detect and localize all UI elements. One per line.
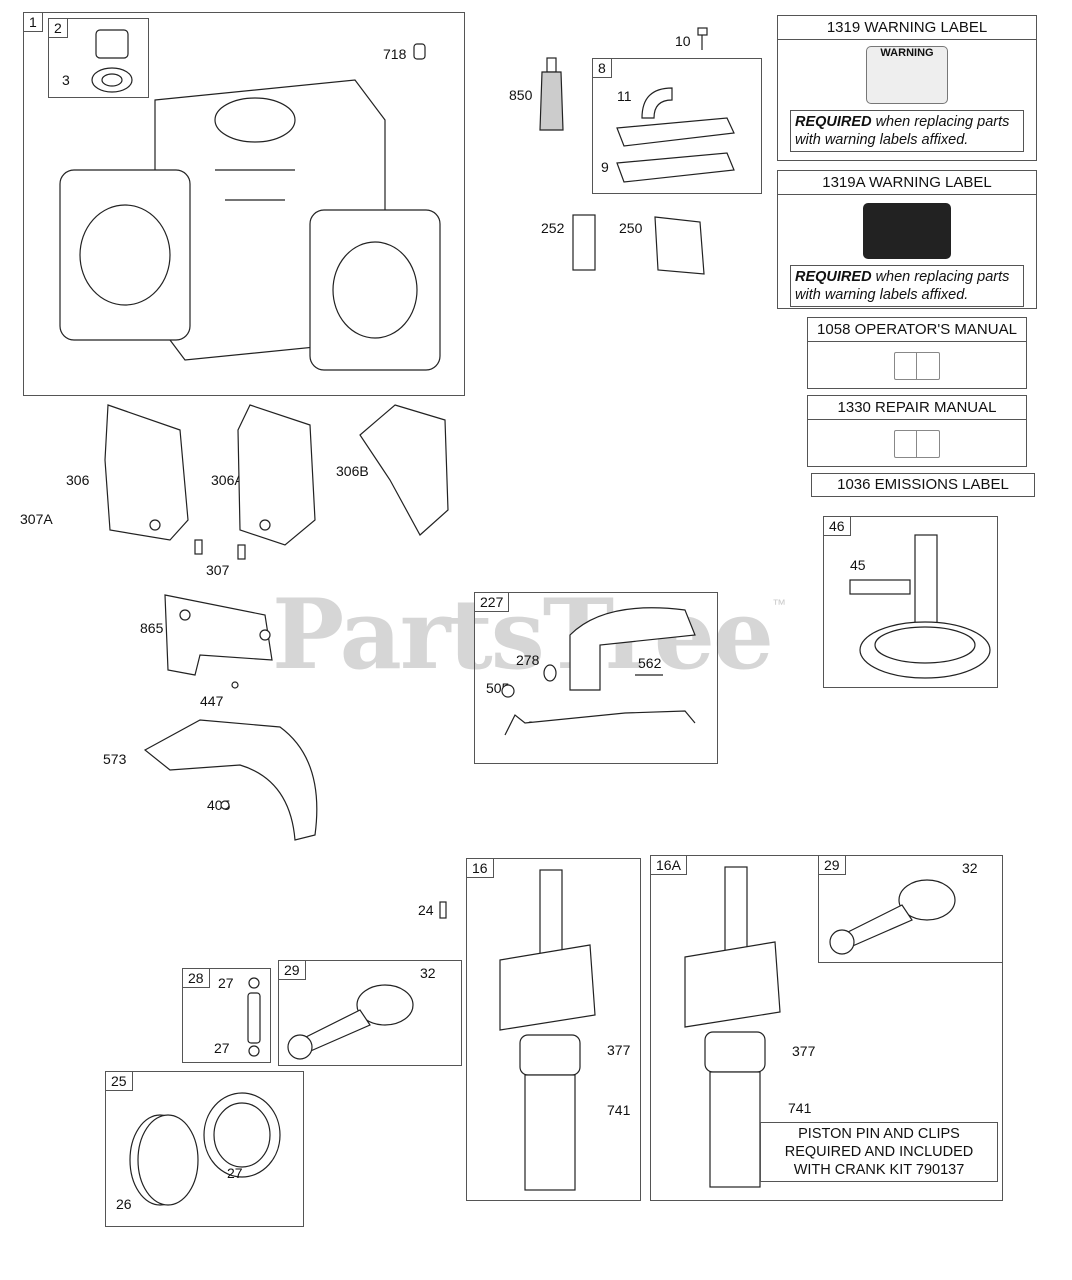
callout-27: 27 <box>227 1165 243 1181</box>
box-tag: 16A <box>651 856 687 875</box>
callout-box-29: 29 <box>818 855 1003 963</box>
box-tag: 29 <box>819 856 846 875</box>
callout-307a: 307A <box>20 511 53 527</box>
blower-housing-plate-drawing <box>143 719 318 841</box>
callout-718: 718 <box>383 46 407 62</box>
callout-250: 250 <box>619 220 643 236</box>
label-title: 1319A WARNING LABEL <box>778 171 1036 195</box>
box-tag: 2 <box>49 19 68 38</box>
callout-741: 741 <box>607 1102 631 1118</box>
crankshaft-drawing <box>499 869 596 1191</box>
callout-box-16: 16 <box>466 858 641 1201</box>
callout-447: 447 <box>200 693 224 709</box>
trademark: ™ <box>772 596 786 612</box>
callout-32: 32 <box>962 860 978 876</box>
label-title: 1319 WARNING LABEL <box>778 16 1036 40</box>
screen-drawing <box>654 216 705 275</box>
callout-306a: 306A <box>211 472 244 488</box>
callout-377: 377 <box>792 1043 816 1059</box>
filter-drawing <box>572 214 596 271</box>
callout-32: 32 <box>420 965 436 981</box>
piston-pin-drawing <box>247 977 261 1057</box>
callout-10: 10 <box>675 33 691 49</box>
callout-box-25: 25 <box>105 1071 304 1227</box>
callout-box-2: 2 <box>48 18 149 98</box>
governor-linkage-drawing <box>501 607 696 736</box>
required-note: REQUIRED when replacing parts with warni… <box>790 110 1024 152</box>
breather-drawing <box>616 87 735 183</box>
warning-label-1319a: 1319A WARNING LABEL REQUIRED when replac… <box>777 170 1037 309</box>
operators-manual: 1058 OPERATOR'S MANUAL <box>807 317 1027 389</box>
bushing-seal-drawing <box>91 29 133 93</box>
callout-562: 562 <box>638 655 662 671</box>
callout-278: 278 <box>516 652 540 668</box>
req-rest: when replacing parts with warning labels… <box>795 114 1010 148</box>
callout-307: 307 <box>206 562 230 578</box>
camshaft-drawing <box>849 534 991 679</box>
req-bold: REQUIRED <box>795 114 872 130</box>
callout-850: 850 <box>509 87 533 103</box>
label-title: 1058 OPERATOR'S MANUAL <box>808 318 1026 342</box>
callout-3: 3 <box>62 72 70 88</box>
callout-306: 306 <box>66 472 90 488</box>
callout-box-227: 227 <box>474 592 718 764</box>
baffle-drawing <box>164 594 273 689</box>
callout-573: 573 <box>103 751 127 767</box>
connecting-rod-drawing <box>829 879 956 955</box>
required-note: REQUIRED when replacing parts with warni… <box>790 265 1024 307</box>
callout-252: 252 <box>541 220 565 236</box>
callout-box-8: 8 <box>592 58 762 194</box>
box-tag: 25 <box>106 1072 133 1091</box>
label-title: 1330 REPAIR MANUAL <box>808 396 1026 420</box>
decal-text: WARNING <box>880 47 934 59</box>
callout-27: 27 <box>214 1040 230 1056</box>
piston-pin-note: PISTON PIN AND CLIPS REQUIRED AND INCLUDE… <box>760 1122 998 1182</box>
cylinder-block-drawing <box>59 79 441 371</box>
connecting-rod-drawing <box>287 984 414 1060</box>
screw-drawing <box>697 27 708 50</box>
callout-box-46: 46 <box>823 516 998 688</box>
emissions-label: 1036 EMISSIONS LABEL <box>811 473 1035 497</box>
callout-306b: 306B <box>336 463 369 479</box>
callout-box-28: 28 <box>182 968 271 1063</box>
callout-45: 45 <box>850 557 866 573</box>
callout-865: 865 <box>140 620 164 636</box>
req-bold: REQUIRED <box>795 269 872 285</box>
box-tag: 28 <box>183 969 210 988</box>
note-line: REQUIRED AND INCLUDED <box>784 1144 974 1160</box>
book-icon <box>894 430 940 458</box>
dowel-drawing <box>413 43 426 60</box>
callout-26: 26 <box>116 1196 132 1212</box>
callout-377: 377 <box>607 1042 631 1058</box>
book-icon <box>894 352 940 380</box>
piston-rings-drawing <box>129 1092 281 1206</box>
callout-box-29: 29 <box>278 960 462 1066</box>
callout-24: 24 <box>418 902 434 918</box>
box-tag: 227 <box>475 593 510 612</box>
callout-741: 741 <box>788 1100 812 1116</box>
box-tag: 46 <box>824 517 851 536</box>
repair-manual: 1330 REPAIR MANUAL <box>807 395 1027 467</box>
callout-27: 27 <box>218 975 234 991</box>
warning-label-1319: 1319 WARNING LABEL WARNING REQUIRED when… <box>777 15 1037 161</box>
note-line: PISTON PIN AND CLIPS <box>798 1126 960 1142</box>
callout-11: 11 <box>617 88 632 104</box>
callout-box-1: 1 <box>23 12 465 396</box>
warning-decal: WARNING <box>866 46 948 104</box>
box-tag: 29 <box>279 961 306 980</box>
box-tag: 1 <box>24 13 43 32</box>
box-tag: 8 <box>593 59 612 78</box>
cylinder-shields-drawing <box>104 404 449 560</box>
warning-symbols-decal <box>863 203 951 259</box>
callout-9: 9 <box>601 159 609 175</box>
crankshaft-drawing <box>684 866 781 1188</box>
sealant-tube-drawing <box>539 57 564 131</box>
req-rest: when replacing parts with warning labels… <box>795 269 1010 303</box>
key-drawing <box>439 901 447 919</box>
box-tag: 16 <box>467 859 494 878</box>
note-line: WITH CRANK KIT 790137 <box>793 1162 965 1178</box>
